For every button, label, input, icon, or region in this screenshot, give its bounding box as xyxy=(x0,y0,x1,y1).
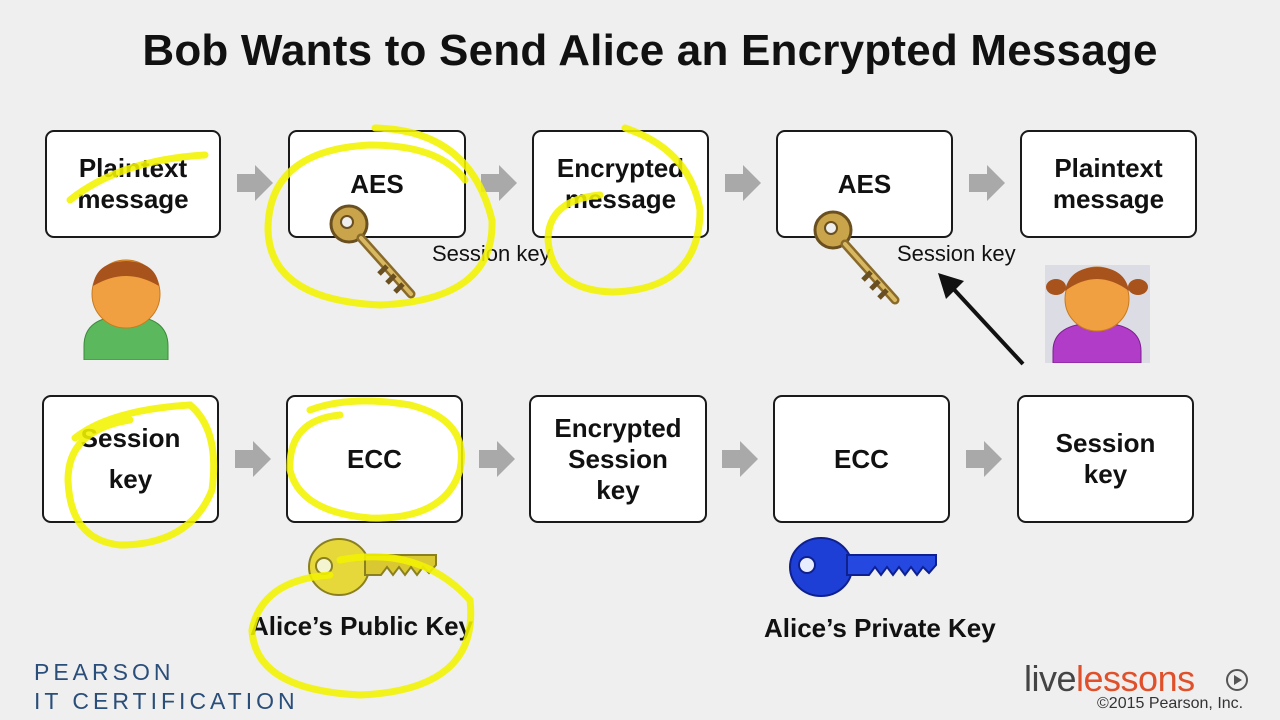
box-label: ECC xyxy=(834,443,889,474)
box-label: AES xyxy=(350,168,404,199)
flow-arrow-icon xyxy=(235,441,271,477)
box-label: Encrypted message xyxy=(556,153,685,214)
box-label: Plaintext message xyxy=(1052,153,1165,214)
flow-arrow-icon xyxy=(479,441,515,477)
pearson-brand-line1: PEARSON xyxy=(34,659,175,685)
pearson-brand-line2: IT CERTIFICATION xyxy=(34,688,299,714)
copyright-text: ©2015 Pearson, Inc. xyxy=(1097,695,1244,712)
box-label: Session key xyxy=(80,423,181,494)
livelessons-logo: livelessons xyxy=(1024,658,1195,700)
slide-title: Bob Wants to Send Alice an Encrypted Mes… xyxy=(142,26,1158,75)
bob-avatar-icon xyxy=(83,259,169,360)
logo-live-text: live xyxy=(1024,658,1077,699)
box-label: Encrypted Session key xyxy=(554,412,682,505)
alice-private-key-label: Alice’s Private Key xyxy=(764,613,996,643)
flow-arrow-icon xyxy=(725,165,761,201)
flow-arrow-icon xyxy=(481,165,517,201)
encrypted-message-box: Encrypted message xyxy=(532,130,709,238)
session-key-icon xyxy=(813,210,900,305)
plaintext-message-box: Plaintext message xyxy=(45,130,221,238)
box-label: AES xyxy=(837,168,892,199)
encrypted-session-key-box: Encrypted Session key xyxy=(529,395,707,523)
session-key-icon xyxy=(329,204,416,299)
logo-lessons-text: lessons xyxy=(1076,658,1195,699)
alice-avatar-icon xyxy=(1045,265,1150,364)
annotation-arrow-icon xyxy=(938,273,1025,366)
play-icon xyxy=(1226,669,1248,691)
flow-arrow-icon xyxy=(237,165,273,201)
aes-decrypt-box: AES xyxy=(776,130,953,238)
private-key-icon xyxy=(789,537,937,597)
session-key-label: Session key xyxy=(897,241,1016,266)
flow-arrow-icon xyxy=(969,165,1005,201)
flow-arrow-icon xyxy=(722,441,758,477)
flow-arrow-icon xyxy=(966,441,1002,477)
alice-public-key-label: Alice’s Public Key xyxy=(250,611,474,641)
session-key-result-box: Session key xyxy=(1017,395,1194,523)
box-label: Session key xyxy=(1055,428,1156,489)
ecc-decrypt-box: ECC xyxy=(773,395,950,523)
box-label: ECC xyxy=(347,443,402,474)
plaintext-message-result-box: Plaintext message xyxy=(1020,130,1197,238)
